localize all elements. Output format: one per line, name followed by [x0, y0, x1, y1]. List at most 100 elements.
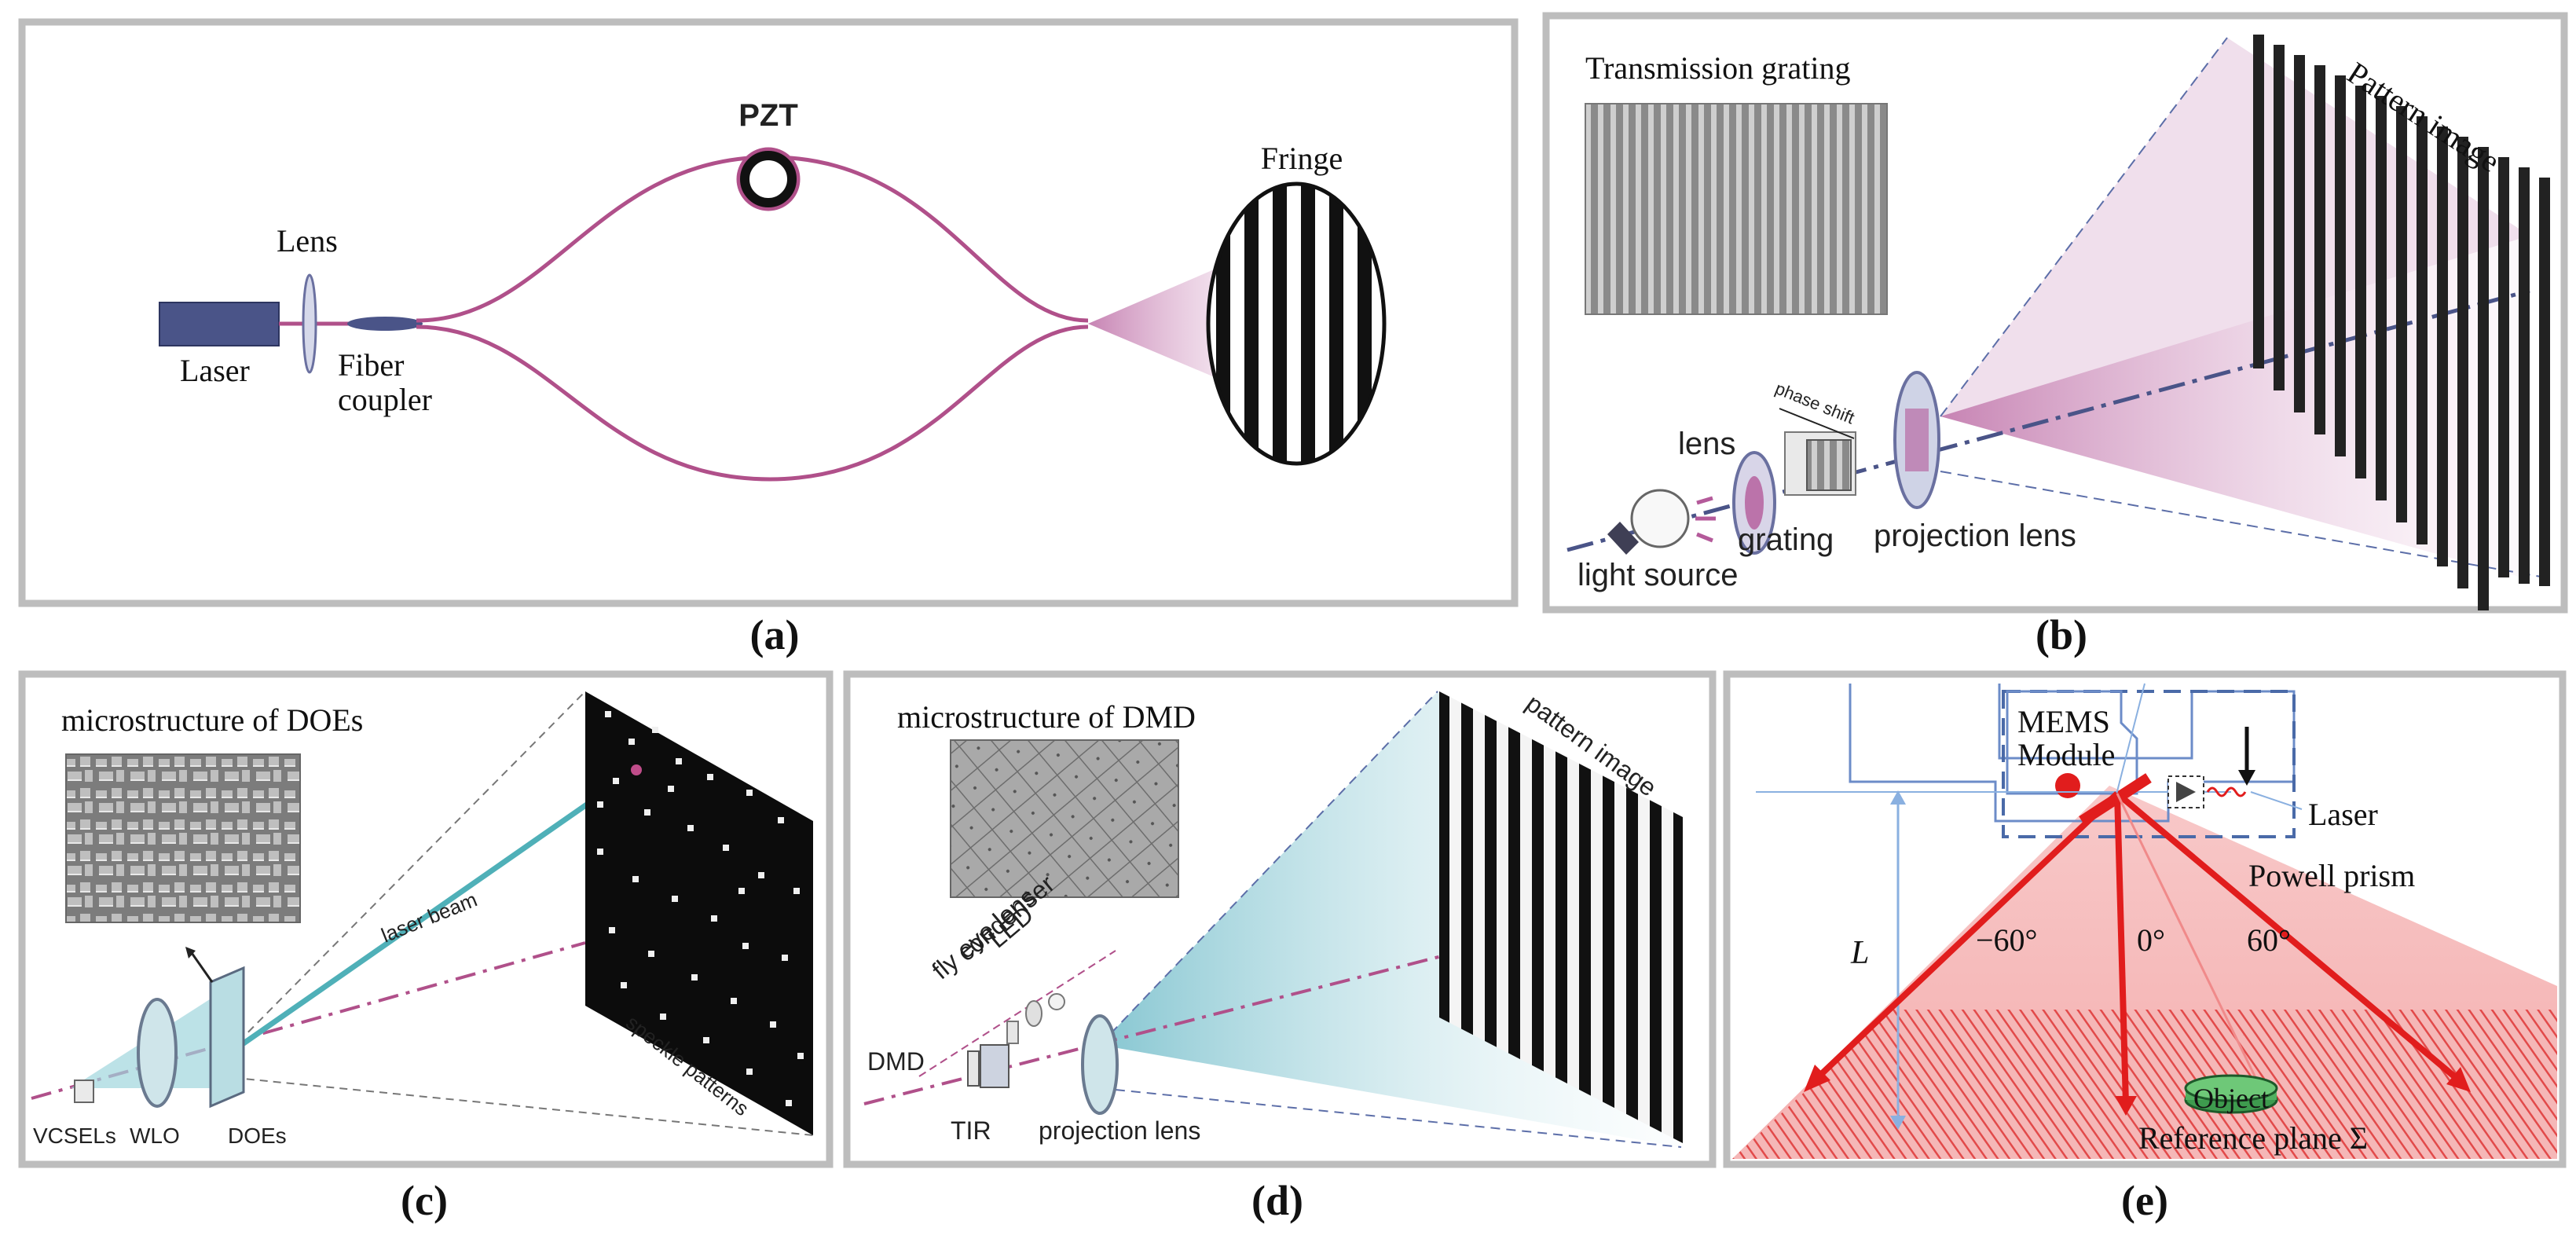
d-pattern-image — [1439, 691, 1683, 1143]
mems-dashed-box — [2002, 690, 2296, 838]
dmd-chip — [967, 1050, 980, 1087]
transmission-grating-micrograph — [1585, 103, 1888, 315]
laser-beam-line — [234, 768, 638, 1051]
optical-axis-d — [863, 929, 1541, 1105]
vcsels-label: VCSELs — [33, 1124, 116, 1148]
mems-label-line2: Module — [2017, 737, 2115, 772]
pzt-ring — [740, 151, 797, 207]
tir-prism — [980, 1044, 1010, 1088]
mirror-normal — [2115, 683, 2145, 798]
L-arrow-top — [1890, 790, 1906, 805]
panel-b: Transmission grating Pattern image — [1542, 12, 2568, 614]
bulb-base — [1607, 522, 1639, 555]
condenser-lens — [1025, 1000, 1042, 1027]
light-source-label: light source — [1577, 558, 1739, 592]
angle-zero: 0° — [2137, 922, 2165, 958]
coupler-label-line2: coupler — [338, 382, 432, 417]
d-beam-edge-bottom — [1099, 1087, 1682, 1148]
beam-spot — [631, 764, 642, 775]
beam-side-ray — [2116, 793, 2264, 1093]
powell-prism-core — [2176, 782, 2196, 802]
led-source — [1048, 993, 1065, 1010]
doe-title: microstructure of DOEs — [61, 702, 363, 738]
fringe-pattern — [1206, 181, 1387, 466]
powell-label: Powell prism — [2248, 858, 2415, 893]
angle-minus-60: −60° — [1976, 922, 2038, 958]
vcsel-source — [74, 1080, 94, 1103]
arrow-zero — [2115, 1096, 2137, 1116]
beam-zero — [2114, 793, 2129, 1105]
mems-housing-outline — [1849, 684, 2296, 823]
d-beam-edge-top — [1099, 691, 1438, 1046]
speckle-dots — [597, 711, 804, 1106]
doe-arrow — [189, 950, 214, 983]
incident-arrowhead — [2238, 770, 2255, 786]
reference-plane-label: Reference plane Σ — [2138, 1120, 2368, 1156]
dmd-label: DMD — [867, 1047, 925, 1076]
grating-title: Transmission grating — [1585, 50, 1850, 86]
laser-label-e: Laser — [2308, 797, 2378, 832]
caption-e: (e) — [2121, 1177, 2168, 1224]
panel-c: microstructure of DOEs laser beam speckl… — [18, 670, 834, 1168]
lens-element — [302, 273, 317, 374]
beam-edge-top — [1940, 37, 2228, 417]
mems-label-line1: MEMS — [2017, 704, 2110, 739]
projected-grating-image — [1905, 409, 1929, 471]
projection-lens-label-d: projection lens — [1039, 1116, 1200, 1145]
beam-plus-60 — [2115, 790, 2461, 1083]
fly-eye-lens — [1006, 1021, 1019, 1044]
grating-label-b: grating — [1738, 522, 1834, 557]
doe-element — [209, 966, 245, 1109]
pzt-label: PZT — [738, 98, 798, 133]
lower-fiber-arm — [416, 324, 1089, 482]
reference-plane-hatched — [1732, 1010, 2557, 1159]
grating-element — [1806, 439, 1852, 491]
light-bulb — [1630, 489, 1690, 548]
projection-lens-label-b: projection lens — [1874, 519, 2076, 553]
wlo-label: WLO — [130, 1124, 180, 1148]
does-label: DOEs — [228, 1124, 287, 1148]
L-arrow-bottom — [1890, 1116, 1906, 1130]
panel-a: Laser Lens Fiber coupler PZT Fringe — [18, 18, 1519, 607]
panel-d: microstructure of DMD pattern image LED … — [843, 670, 1717, 1168]
laser-label: Laser — [180, 353, 250, 388]
arrow-plus-60 — [2446, 1067, 2471, 1092]
object-cylinder-top — [2184, 1074, 2278, 1102]
laser-spring-symbol — [2206, 786, 2247, 797]
mems-module-frame — [2006, 690, 2138, 795]
doe-arrowhead — [185, 947, 196, 959]
speckle-screen — [585, 691, 813, 1135]
angle-plus-60: 60° — [2247, 922, 2291, 958]
optical-axis-b — [1566, 288, 2530, 552]
caption-c: (c) — [401, 1177, 448, 1224]
c-beam-edge-top — [219, 691, 586, 1061]
caption-d: (d) — [1251, 1177, 1303, 1224]
fringe-label: Fringe — [1261, 141, 1343, 176]
coupler-label-line1: Fiber — [338, 347, 404, 383]
object-label: Object — [2193, 1083, 2269, 1114]
laser-source — [159, 302, 280, 346]
tir-label: TIR — [951, 1116, 991, 1145]
caption-a: (a) — [750, 611, 800, 658]
dmd-title: microstructure of DMD — [897, 699, 1196, 735]
mems-mirror-pivot — [2055, 773, 2080, 798]
projection-beam-upper — [1940, 38, 2530, 416]
laser-leader — [2250, 791, 2303, 810]
arrow-minus-60 — [1804, 1065, 1830, 1092]
d-illumination-axis — [918, 950, 1116, 1077]
L-label: L — [1850, 935, 1869, 971]
fiber-coupler — [347, 317, 423, 331]
pattern-bars — [2253, 35, 2550, 610]
projection-lens-d — [1081, 1014, 1119, 1115]
phase-shift-arrow — [1779, 408, 1855, 439]
wlo-lens — [137, 998, 178, 1108]
lens-label-b: lens — [1678, 427, 1735, 461]
lens-label-a: Lens — [277, 223, 338, 258]
caption-b: (b) — [2036, 611, 2087, 658]
lens-b-center — [1745, 476, 1764, 530]
dmd-micrograph — [950, 739, 1179, 898]
c-beam-edge-bottom — [219, 1076, 814, 1136]
beam-minus-60 — [1812, 791, 2120, 1083]
light-rays — [1695, 496, 1716, 543]
panel-e: MEMS Module L Laser Powell prism −60° 0°… — [1723, 670, 2567, 1168]
